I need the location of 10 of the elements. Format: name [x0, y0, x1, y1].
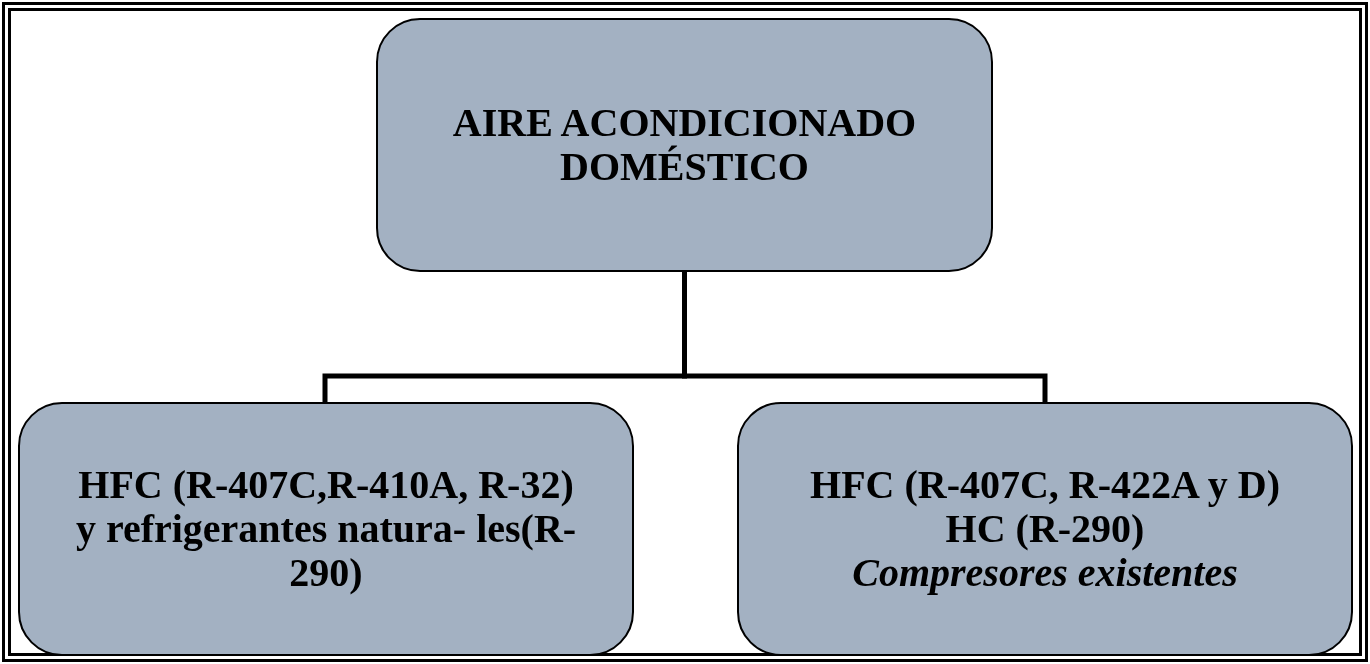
connector-line — [682, 272, 1048, 402]
process-box — [18, 402, 634, 656]
process-box — [376, 18, 993, 272]
process-box — [737, 402, 1353, 656]
box-text: AIRE ACONDICIONADO DOMÉSTICO — [451, 101, 918, 189]
box-text: HC (R-290) — [945, 507, 1145, 551]
box-text: HFC (R-407C, R-422A y D) — [810, 463, 1280, 507]
box-text: y refrigerantes natura- les(R-290) — [74, 507, 578, 595]
box-text: Compresores existentes — [852, 551, 1238, 595]
box-text: HFC (R-407C,R-410A, R-32) — [78, 463, 574, 507]
